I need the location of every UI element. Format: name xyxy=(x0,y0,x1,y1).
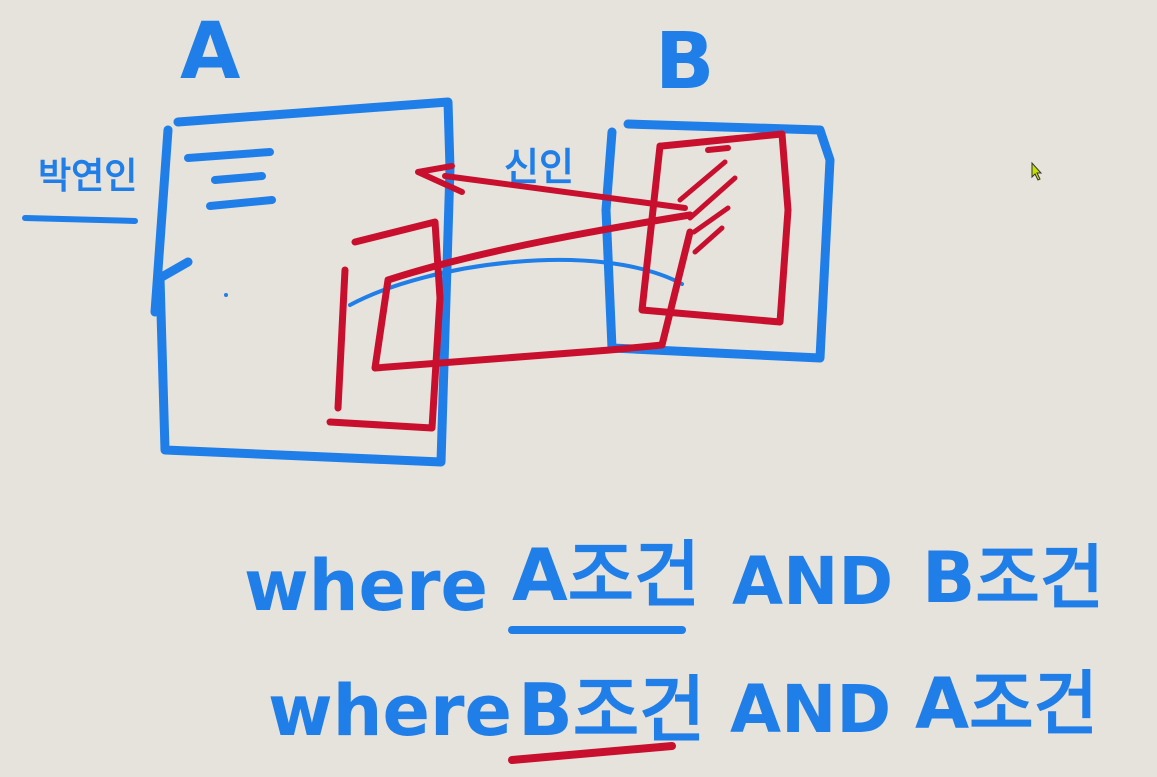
table-a-line-2 xyxy=(211,172,266,184)
red-loop xyxy=(371,211,694,372)
table-a-box-left-edge xyxy=(150,125,173,317)
red-arrow-head xyxy=(415,163,465,195)
red-box-b-top-mark xyxy=(705,145,731,153)
red-box-in-b xyxy=(638,130,792,326)
line2-first-condition: B조건 xyxy=(518,668,705,752)
table-a-dot xyxy=(224,293,228,297)
mouse-pointer-icon xyxy=(1031,161,1043,181)
line2-and: AND xyxy=(730,671,891,748)
table-a-label: A xyxy=(180,7,240,97)
line2-where: where xyxy=(268,670,512,752)
line1-first-condition: A조건 xyxy=(512,533,700,617)
red-arrow-shaft xyxy=(442,173,688,211)
table-a-line-3 xyxy=(206,196,276,210)
middle-note: 신인 xyxy=(504,145,574,189)
line2-first-underline xyxy=(508,742,676,764)
line1-and: AND xyxy=(732,543,893,620)
table-b-label: B xyxy=(655,17,714,107)
left-note-underline xyxy=(22,215,138,224)
table-b-box xyxy=(601,119,835,363)
left-note: 박연인 xyxy=(38,156,137,197)
blue-arc xyxy=(348,257,684,307)
line1-second-condition: B조건 xyxy=(922,537,1104,619)
table-a-line-1 xyxy=(184,148,274,162)
line2-second-condition: A조건 xyxy=(915,663,1098,745)
red-hatching xyxy=(677,159,738,255)
line1-where: where xyxy=(244,545,488,627)
red-box-in-a xyxy=(326,218,444,432)
